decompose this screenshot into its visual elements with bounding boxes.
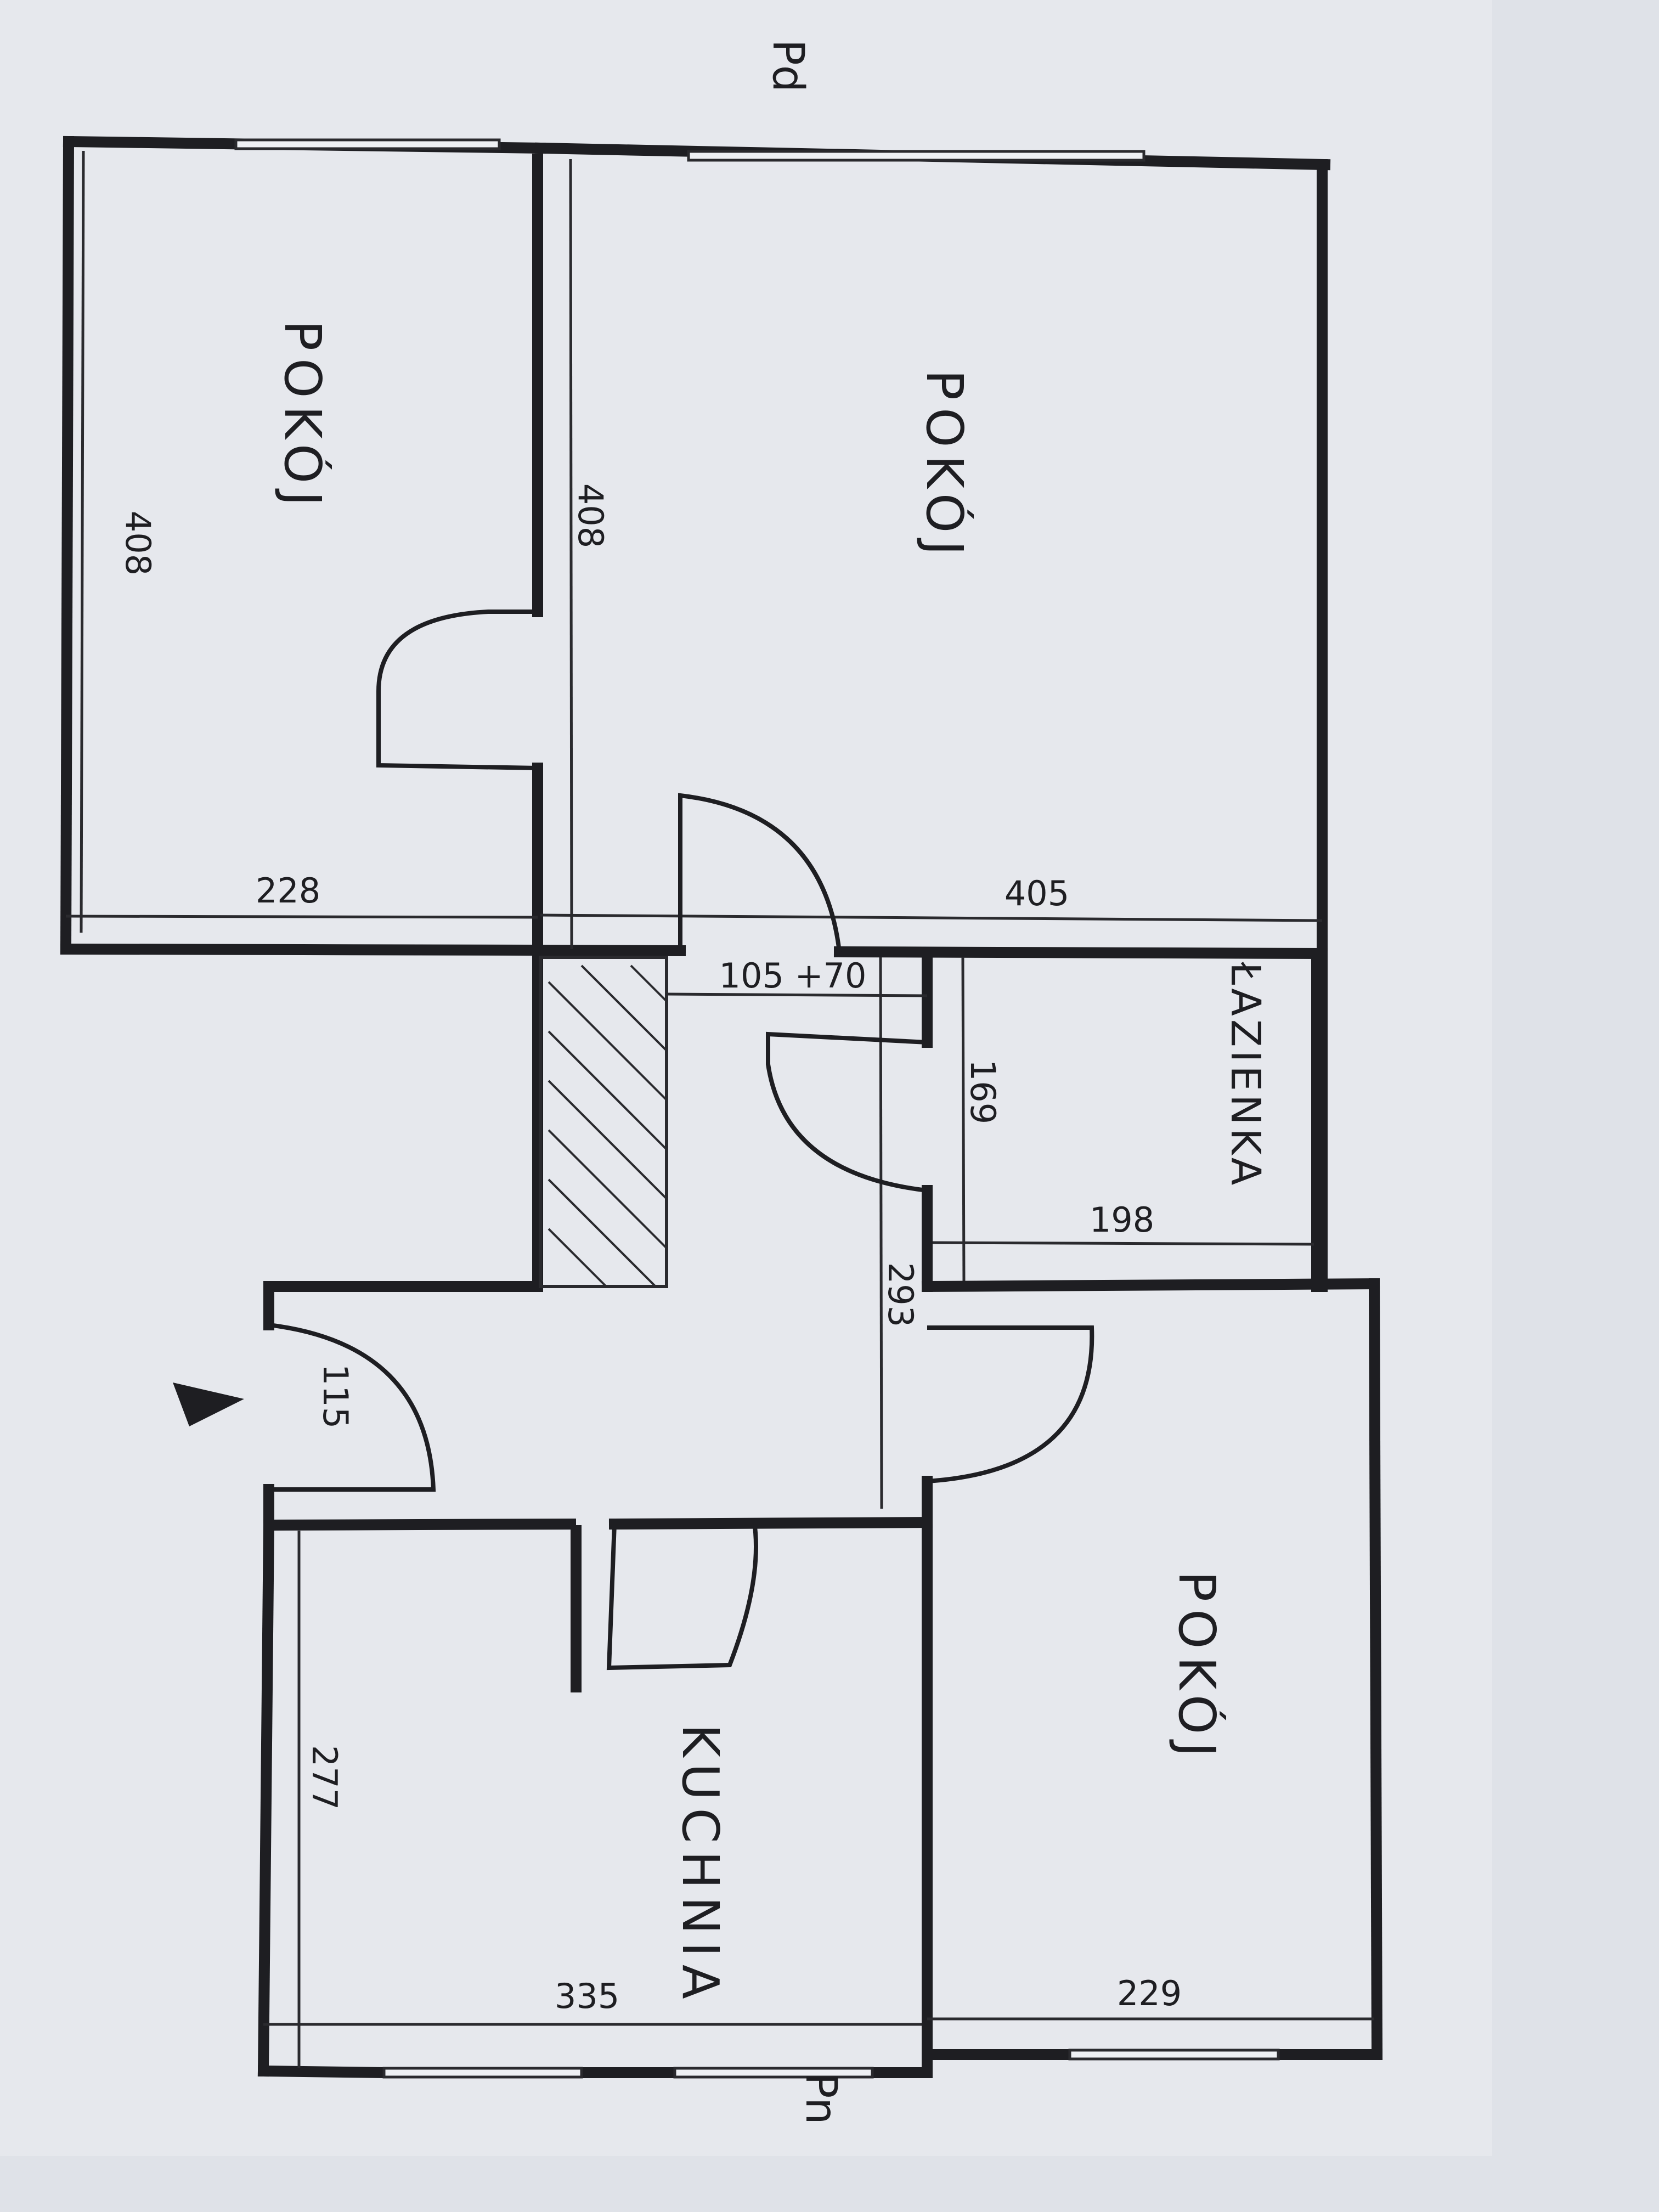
triangle-arrow-icon: [173, 1383, 244, 1426]
bathroom-label: ŁAZIENKA: [1222, 962, 1269, 1189]
dim-kitchen-height: 277: [304, 1745, 345, 1810]
dim-bathroom-height: 169: [963, 1059, 1003, 1124]
room-bottom-right-walls: [922, 1278, 1383, 2061]
dim-hall: 105 +70: [719, 956, 867, 996]
dim-top-left-height: 408: [118, 511, 158, 575]
dim-top-right-width: 405: [1005, 873, 1069, 913]
dim-corridor: 293: [881, 1262, 921, 1327]
dim-top-left-width: 228: [256, 871, 320, 911]
hall-walls: [263, 957, 1380, 1531]
chimney-hatch: [539, 956, 668, 1288]
kitchen-label: KUCHNIA: [671, 1724, 730, 2007]
room-top-left-label: POKÓJ: [273, 320, 333, 514]
compass-top-label: Pd: [763, 40, 812, 93]
dim-top-right-height: 408: [571, 483, 611, 548]
dim-entrance: 115: [315, 1364, 356, 1429]
dim-bathroom-width: 198: [1090, 1200, 1154, 1240]
doors: [268, 610, 1094, 1671]
compass-bottom-label: Pn: [796, 2072, 845, 2124]
dim-bottom-right-width: 229: [1117, 1973, 1182, 2013]
room-bottom-right-label: POKÓJ: [1167, 1571, 1227, 1765]
room-top-right-label: POKÓJ: [915, 370, 975, 563]
windows: [234, 138, 1280, 2079]
dim-kitchen-width: 335: [555, 1976, 619, 2016]
bathroom-walls: [922, 952, 1322, 1292]
paper: [0, 0, 1492, 2156]
